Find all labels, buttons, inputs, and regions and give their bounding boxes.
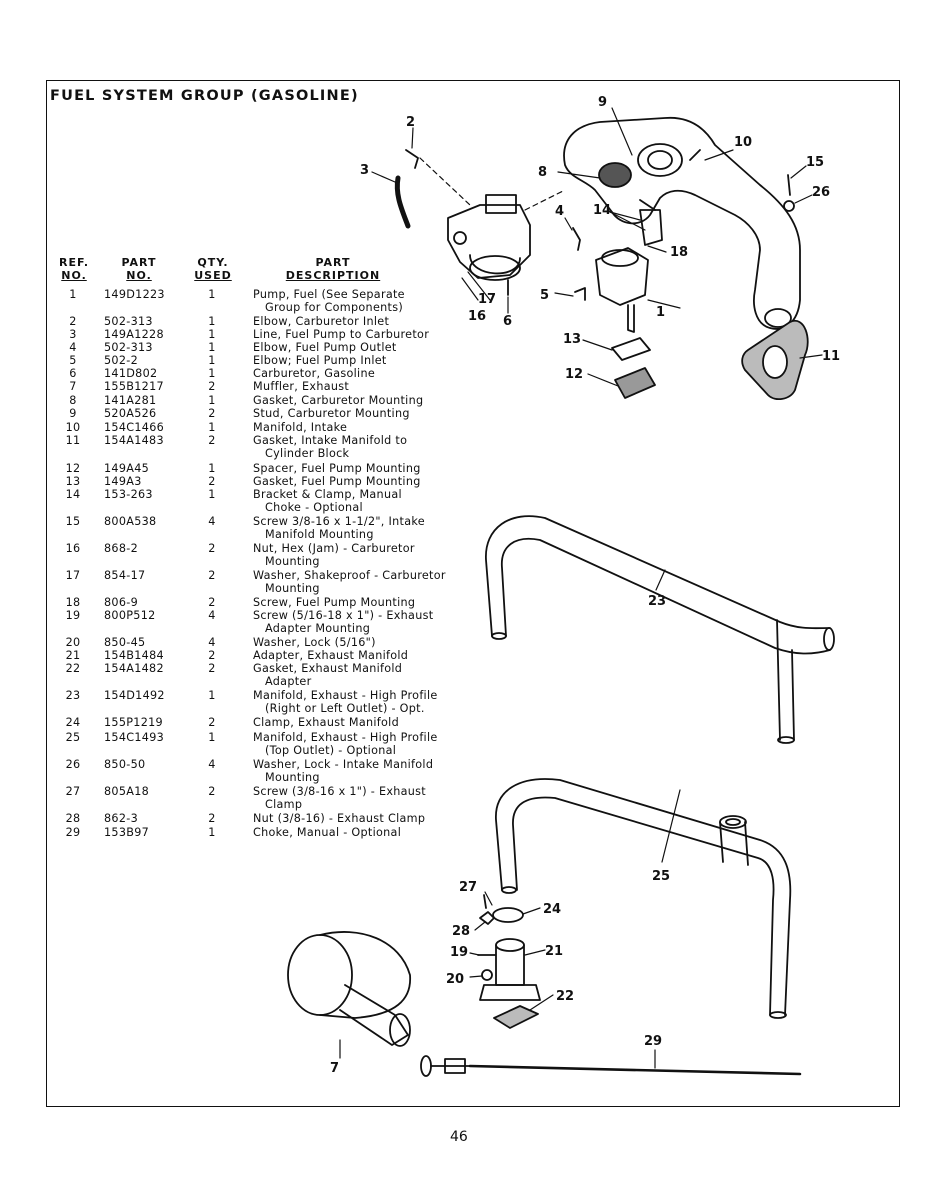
callout-16: 16 bbox=[468, 309, 486, 324]
callout-3: 3 bbox=[360, 163, 369, 178]
carburetor-drawing bbox=[447, 194, 531, 296]
header-part-line1: PART bbox=[121, 256, 157, 269]
header-qty-line2: USED bbox=[194, 269, 232, 282]
manual-choke-drawing bbox=[420, 1055, 802, 1077]
fuel-pump-drawing bbox=[595, 247, 649, 333]
header-qty-line1: QTY. bbox=[197, 256, 229, 269]
callout-22: 22 bbox=[556, 989, 574, 1004]
header-ref-line1: REF. bbox=[58, 256, 90, 269]
callout-29: 29 bbox=[644, 1034, 662, 1049]
header-part: PART NO. bbox=[110, 256, 168, 282]
callout-27: 27 bbox=[459, 880, 477, 895]
clamp-nut-drawing bbox=[479, 911, 495, 925]
muffler-drawing bbox=[287, 931, 411, 1047]
choke-bracket-drawing bbox=[639, 209, 663, 246]
callout-7: 7 bbox=[330, 1061, 339, 1076]
callout-10: 10 bbox=[734, 135, 752, 150]
intake-gasket-drawing bbox=[741, 319, 809, 401]
callout-15: 15 bbox=[806, 155, 824, 170]
callout-6: 6 bbox=[503, 314, 512, 329]
header-qty: QTY. USED bbox=[188, 256, 238, 282]
callout-2: 2 bbox=[406, 115, 415, 130]
page-title: FUEL SYSTEM GROUP (GASOLINE) bbox=[50, 88, 359, 104]
exhaust-gasket-drawing bbox=[493, 1005, 539, 1029]
callout-20: 20 bbox=[446, 972, 464, 987]
callout-18: 18 bbox=[670, 245, 688, 260]
callout-28: 28 bbox=[452, 924, 470, 939]
callout-1: 1 bbox=[656, 305, 665, 320]
intake-screw-drawing bbox=[787, 174, 791, 196]
callout-19: 19 bbox=[450, 945, 468, 960]
pump-gasket-drawing bbox=[611, 337, 651, 361]
callout-17: 17 bbox=[478, 292, 496, 307]
fuel-line-drawing bbox=[394, 175, 411, 229]
callout-11: 11 bbox=[822, 349, 840, 364]
exhaust-manifold-side-outlet-drawing bbox=[485, 515, 835, 744]
callout-5: 5 bbox=[540, 288, 549, 303]
clamp-screw-drawing bbox=[483, 894, 487, 909]
header-desc-line2: DESCRIPTION bbox=[285, 269, 381, 282]
exhaust-manifold-top-outlet-drawing bbox=[495, 778, 792, 1019]
page-frame bbox=[46, 80, 900, 1107]
callout-21: 21 bbox=[545, 944, 563, 959]
callout-4: 4 bbox=[555, 204, 564, 219]
exhaust-adapter-drawing bbox=[479, 938, 541, 1001]
intake-lockwasher-drawing bbox=[783, 200, 795, 212]
callout-9: 9 bbox=[598, 95, 607, 110]
callout-12: 12 bbox=[565, 367, 583, 382]
leader-lines bbox=[339, 107, 823, 1069]
callout-14: 14 bbox=[593, 203, 611, 218]
elbow-carb-inlet-drawing bbox=[405, 149, 419, 169]
callout-13: 13 bbox=[563, 332, 581, 347]
pump-spacer-drawing bbox=[614, 367, 656, 399]
callout-labels: 1 2 3 4 5 6 7 8 9 10 11 12 13 14 15 16 1… bbox=[330, 95, 840, 1076]
callout-8: 8 bbox=[538, 165, 547, 180]
page-number: 46 bbox=[450, 1129, 468, 1145]
elbow-pump-inlet-drawing bbox=[574, 287, 586, 301]
adapter-lockwasher-drawing bbox=[481, 969, 493, 981]
callout-24: 24 bbox=[543, 902, 561, 917]
callout-26: 26 bbox=[812, 185, 830, 200]
header-ref: REF. NO. bbox=[52, 256, 96, 282]
header-description: PART DESCRIPTION bbox=[280, 256, 386, 282]
header-desc-line1: PART bbox=[315, 256, 351, 269]
elbow-pump-outlet-drawing bbox=[572, 227, 581, 251]
callout-23: 23 bbox=[648, 594, 666, 609]
header-part-line2: NO. bbox=[126, 269, 152, 282]
exhaust-clamp-drawing bbox=[492, 907, 524, 923]
callout-25: 25 bbox=[652, 869, 670, 884]
header-ref-line2: NO. bbox=[61, 269, 87, 282]
intake-manifold-drawing bbox=[563, 116, 801, 330]
